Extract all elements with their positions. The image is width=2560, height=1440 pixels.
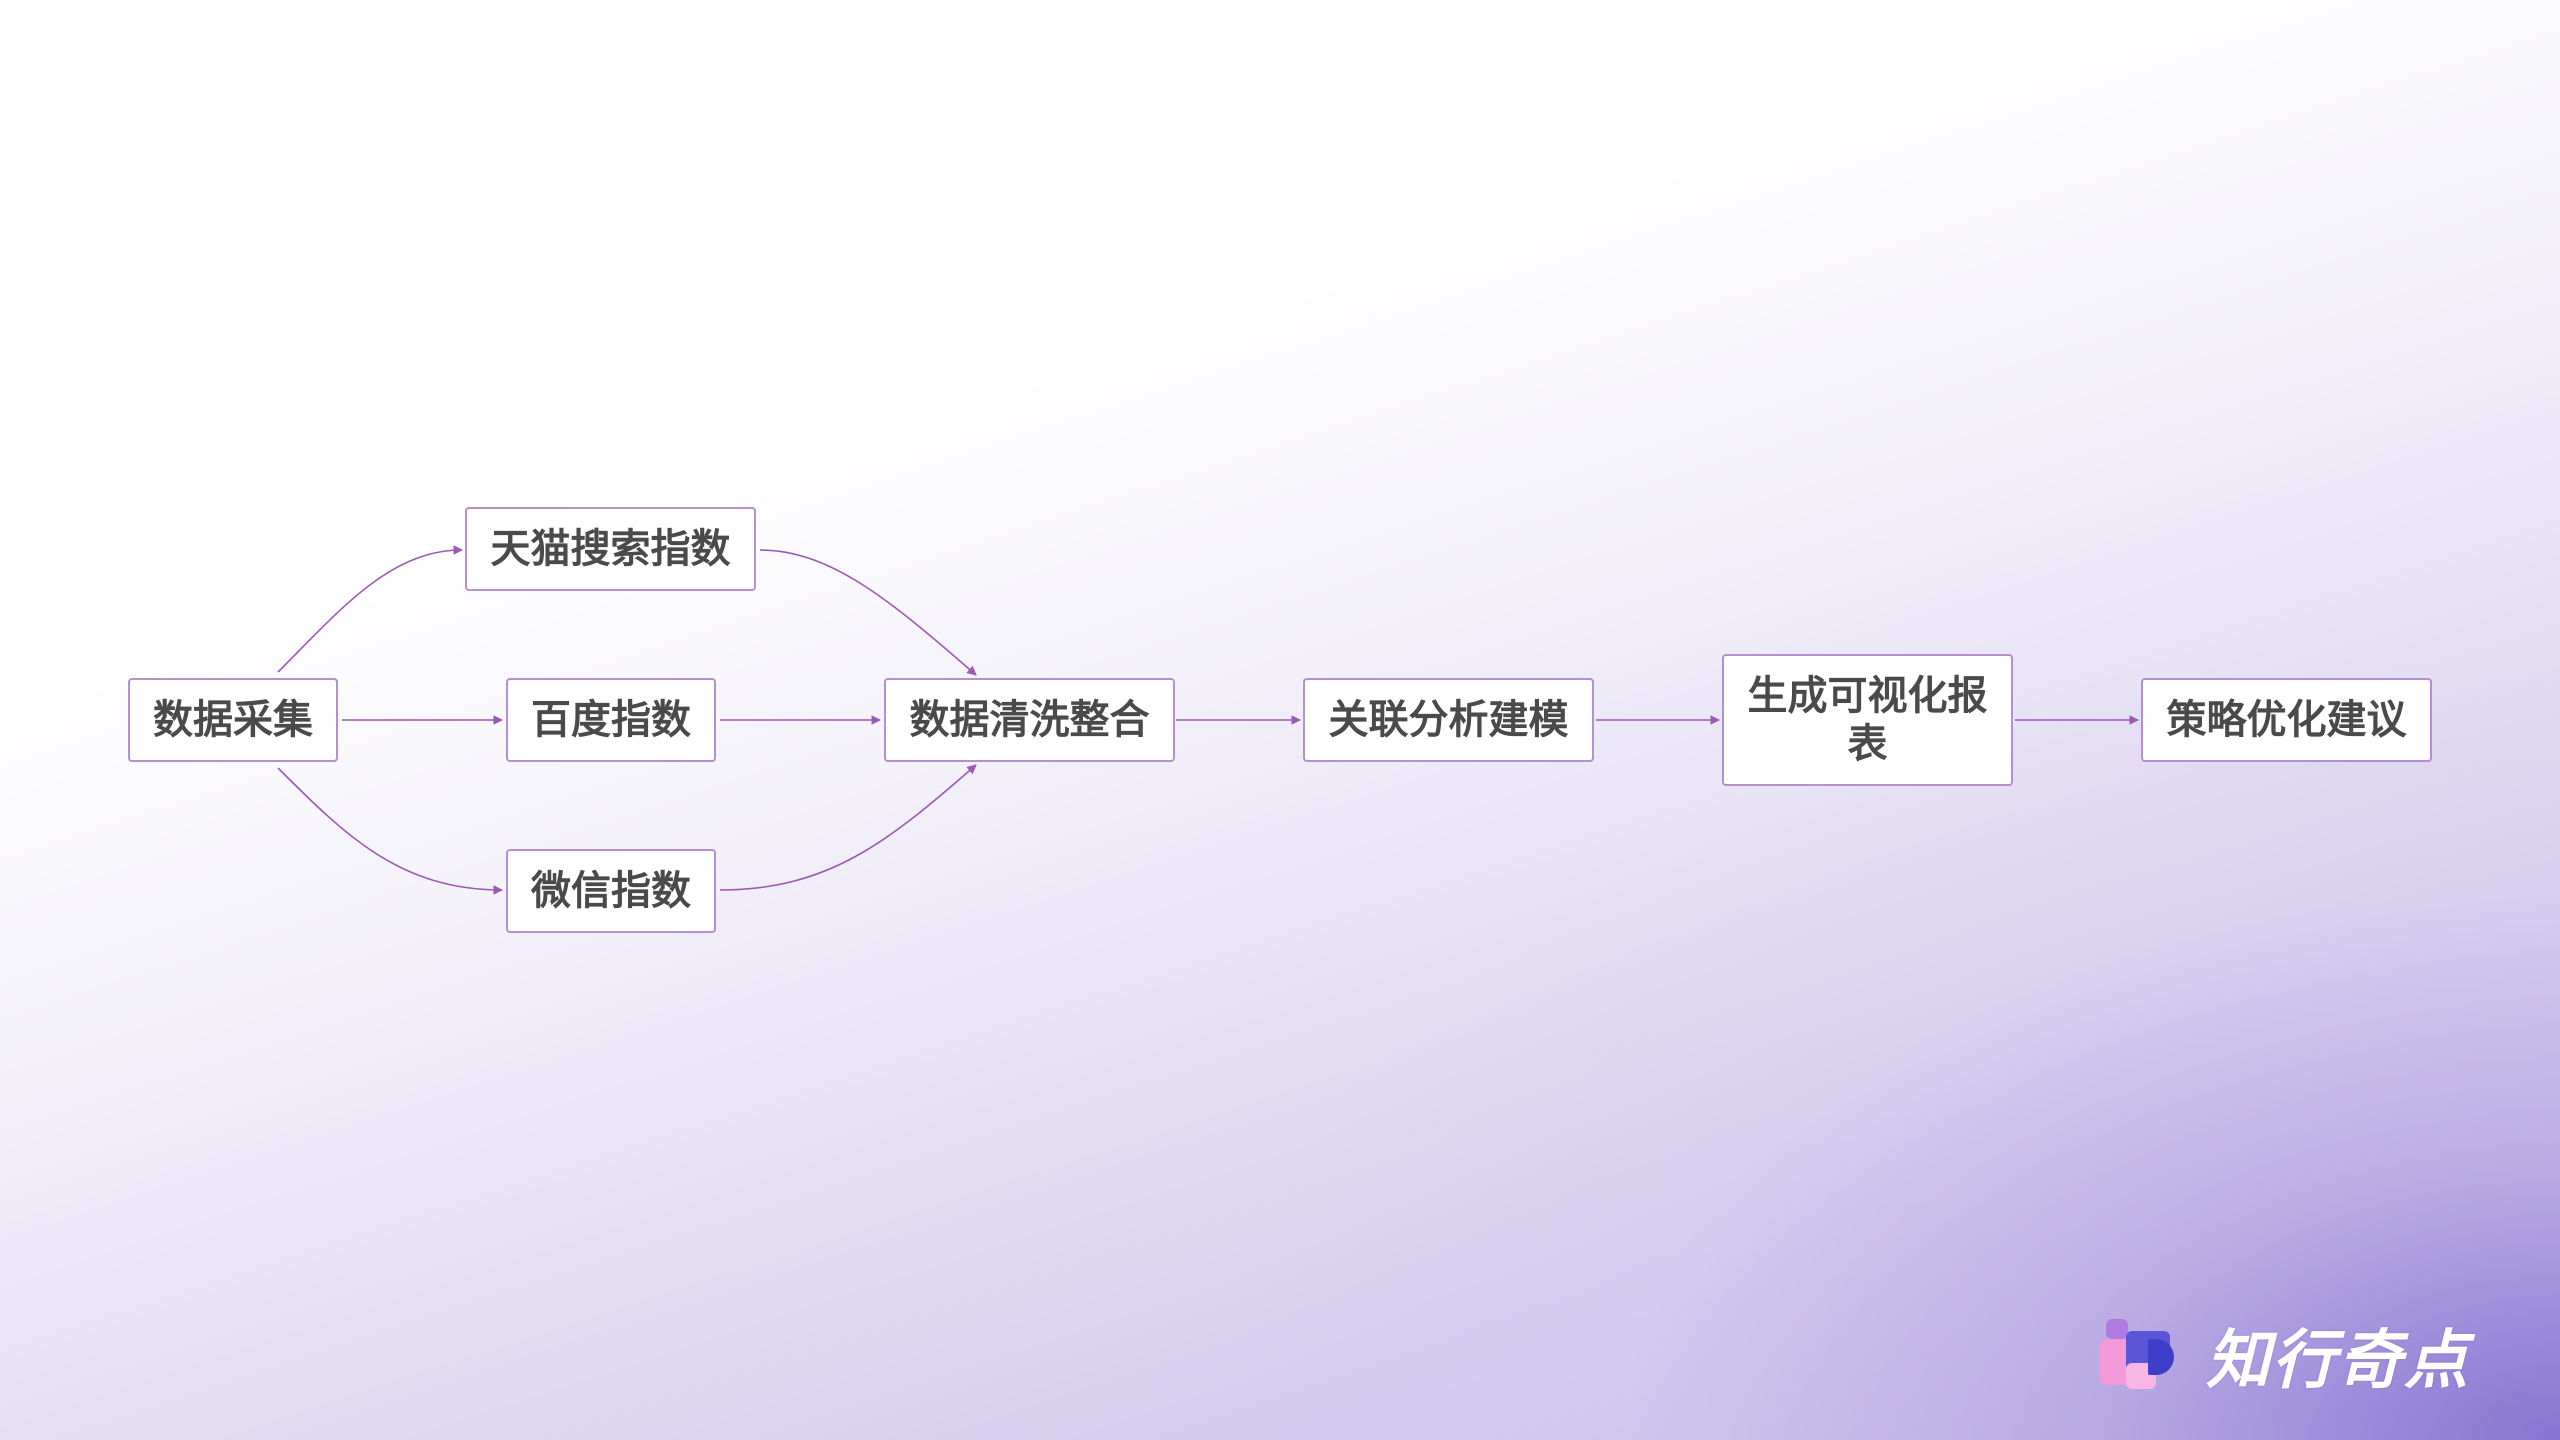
node-label: 生成可视化报表 — [1747, 673, 1988, 767]
node-correlation-modeling: 关联分析建模 — [1303, 678, 1594, 762]
edge-collect-tmall — [277, 545, 463, 673]
node-label: 微信指数 — [531, 868, 691, 914]
node-visual-report: 生成可视化报表 — [1722, 654, 2013, 786]
node-data-cleaning: 数据清洗整合 — [884, 678, 1175, 762]
node-label: 百度指数 — [531, 697, 691, 743]
node-label: 数据采集 — [153, 697, 313, 743]
node-label: 关联分析建模 — [1328, 697, 1569, 743]
edge-collect-wechat — [277, 767, 503, 895]
node-label: 策略优化建议 — [2166, 697, 2407, 743]
node-wechat-index: 微信指数 — [506, 849, 716, 933]
node-baidu-index: 百度指数 — [506, 678, 716, 762]
brand-name: 知行奇点 — [2206, 1324, 2470, 1398]
brand-logo: 知行奇点 — [2100, 1310, 2500, 1400]
node-tmall-search-index: 天猫搜索指数 — [465, 507, 756, 591]
node-label: 天猫搜索指数 — [490, 526, 731, 572]
logo-blocks-icon — [2100, 1317, 2176, 1393]
edge-tmall-clean — [759, 549, 977, 676]
node-label: 数据清洗整合 — [909, 697, 1150, 743]
node-data-collection: 数据采集 — [128, 678, 338, 762]
edge-wechat-clean — [719, 764, 977, 891]
node-strategy-optimization: 策略优化建议 — [2141, 678, 2432, 762]
